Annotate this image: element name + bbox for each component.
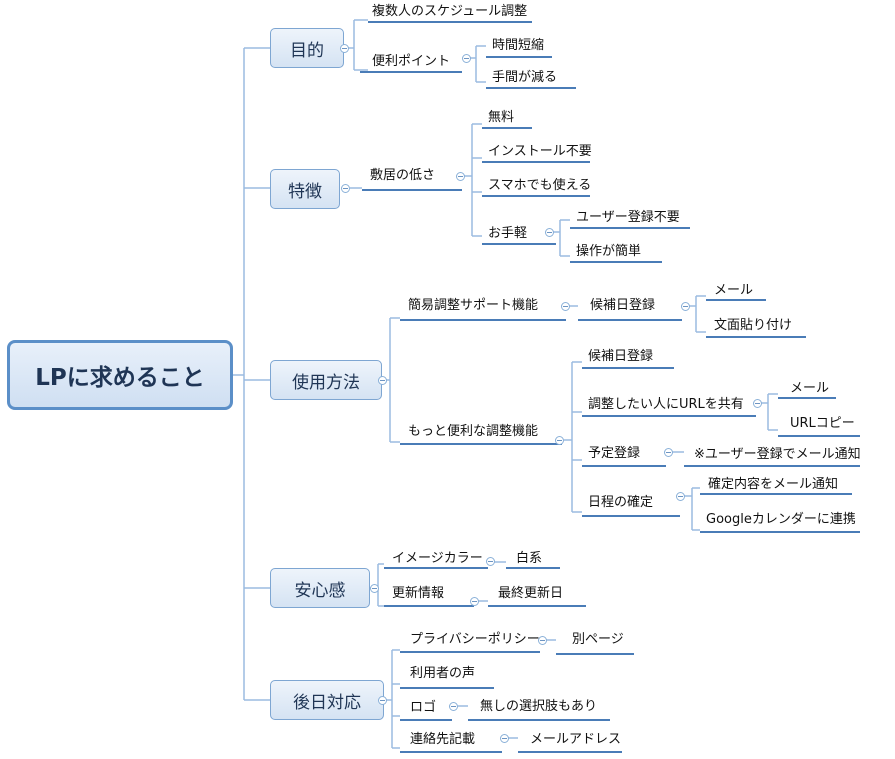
topic-user-voices[interactable]: 利用者の声 bbox=[410, 666, 476, 681]
topic-less-effort[interactable]: 手間が減る bbox=[492, 70, 558, 85]
topic-no-user-registration[interactable]: ユーザー登録不要 bbox=[576, 210, 680, 225]
topic-time-saving[interactable]: 時間短縮 bbox=[492, 38, 545, 53]
topic-schedule-registration[interactable]: 予定登録 bbox=[588, 446, 641, 461]
topic-image-color[interactable]: イメージカラー bbox=[392, 551, 483, 566]
topic-candidate-date-registration-2[interactable]: 候補日登録 bbox=[588, 349, 654, 364]
topic-simple-operation[interactable]: 操作が簡単 bbox=[576, 244, 642, 259]
root-topic[interactable]: LPに求めること bbox=[7, 340, 233, 410]
topic-advanced-adjust-function[interactable]: もっと便利な調整機能 bbox=[408, 424, 539, 439]
topic-logo[interactable]: ロゴ bbox=[410, 700, 437, 715]
topic-candidate-date-registration[interactable]: 候補日登録 bbox=[590, 298, 656, 313]
topic-contact-info[interactable]: 連絡先記載 bbox=[410, 732, 476, 747]
collapse-toggle-icon[interactable] bbox=[664, 448, 673, 457]
main-topic-trust[interactable]: 安心感 bbox=[270, 568, 370, 608]
topic-google-calendar-link[interactable]: Googleカレンダーに連携 bbox=[706, 512, 856, 527]
main-topic-usage[interactable]: 使用方法 bbox=[270, 360, 382, 400]
topic-mail[interactable]: メール bbox=[714, 283, 754, 298]
topic-simple-adjust-support[interactable]: 簡易調整サポート機能 bbox=[408, 298, 539, 313]
collapse-toggle-icon[interactable] bbox=[470, 597, 479, 606]
topic-update-info[interactable]: 更新情報 bbox=[392, 586, 445, 601]
collapse-toggle-icon[interactable] bbox=[486, 557, 495, 566]
main-topic-features[interactable]: 特徴 bbox=[270, 169, 340, 209]
collapse-toggle-icon[interactable] bbox=[681, 302, 690, 311]
topic-url-copy[interactable]: URLコピー bbox=[790, 416, 855, 431]
collapse-toggle-icon[interactable] bbox=[378, 696, 387, 705]
topic-last-updated[interactable]: 最終更新日 bbox=[498, 586, 564, 601]
main-topic-followup[interactable]: 後日対応 bbox=[270, 680, 384, 720]
topic-mail-confirmed-content[interactable]: 確定内容をメール通知 bbox=[708, 477, 839, 492]
topic-email-address[interactable]: メールアドレス bbox=[530, 732, 622, 747]
collapse-toggle-icon[interactable] bbox=[462, 54, 471, 63]
topic-low-barrier[interactable]: 敷居の低さ bbox=[370, 168, 436, 183]
topic-share-url[interactable]: 調整したい人にURLを共有 bbox=[588, 397, 744, 412]
main-topic-purpose[interactable]: 目的 bbox=[270, 28, 344, 68]
collapse-toggle-icon[interactable] bbox=[340, 44, 349, 53]
topic-works-on-smartphone[interactable]: スマホでも使える bbox=[488, 178, 592, 193]
collapse-toggle-icon[interactable] bbox=[449, 702, 458, 711]
topic-privacy-policy[interactable]: プライバシーポリシー bbox=[410, 632, 540, 647]
collapse-toggle-icon[interactable] bbox=[753, 399, 762, 408]
collapse-toggle-icon[interactable] bbox=[538, 636, 547, 645]
topic-easy[interactable]: お手軽 bbox=[488, 226, 528, 241]
topic-free[interactable]: 無料 bbox=[488, 110, 515, 125]
collapse-toggle-icon[interactable] bbox=[561, 302, 570, 311]
topic-mail-2[interactable]: メール bbox=[790, 381, 830, 396]
topic-convenience-points[interactable]: 便利ポイント bbox=[372, 54, 451, 69]
topic-no-install[interactable]: インストール不要 bbox=[488, 144, 592, 159]
collapse-toggle-icon[interactable] bbox=[676, 492, 685, 501]
topic-separate-page[interactable]: 別ページ bbox=[572, 632, 624, 647]
collapse-toggle-icon[interactable] bbox=[341, 184, 350, 193]
topic-white-tone[interactable]: 白系 bbox=[516, 551, 543, 566]
collapse-toggle-icon[interactable] bbox=[555, 436, 564, 445]
collapse-toggle-icon[interactable] bbox=[545, 228, 554, 237]
topic-schedule-confirmation[interactable]: 日程の確定 bbox=[588, 495, 654, 510]
topic-none-option[interactable]: 無しの選択肢もあり bbox=[480, 699, 598, 714]
collapse-toggle-icon[interactable] bbox=[378, 376, 387, 385]
topic-paste-text[interactable]: 文面貼り付け bbox=[714, 318, 793, 333]
collapse-toggle-icon[interactable] bbox=[500, 734, 509, 743]
collapse-toggle-icon[interactable] bbox=[456, 172, 465, 181]
topic-multi-person-scheduling[interactable]: 複数人のスケジュール調整 bbox=[372, 4, 528, 19]
topic-mail-notification-with-registration[interactable]: ※ユーザー登録でメール通知 bbox=[694, 447, 861, 462]
collapse-toggle-icon[interactable] bbox=[370, 584, 379, 593]
